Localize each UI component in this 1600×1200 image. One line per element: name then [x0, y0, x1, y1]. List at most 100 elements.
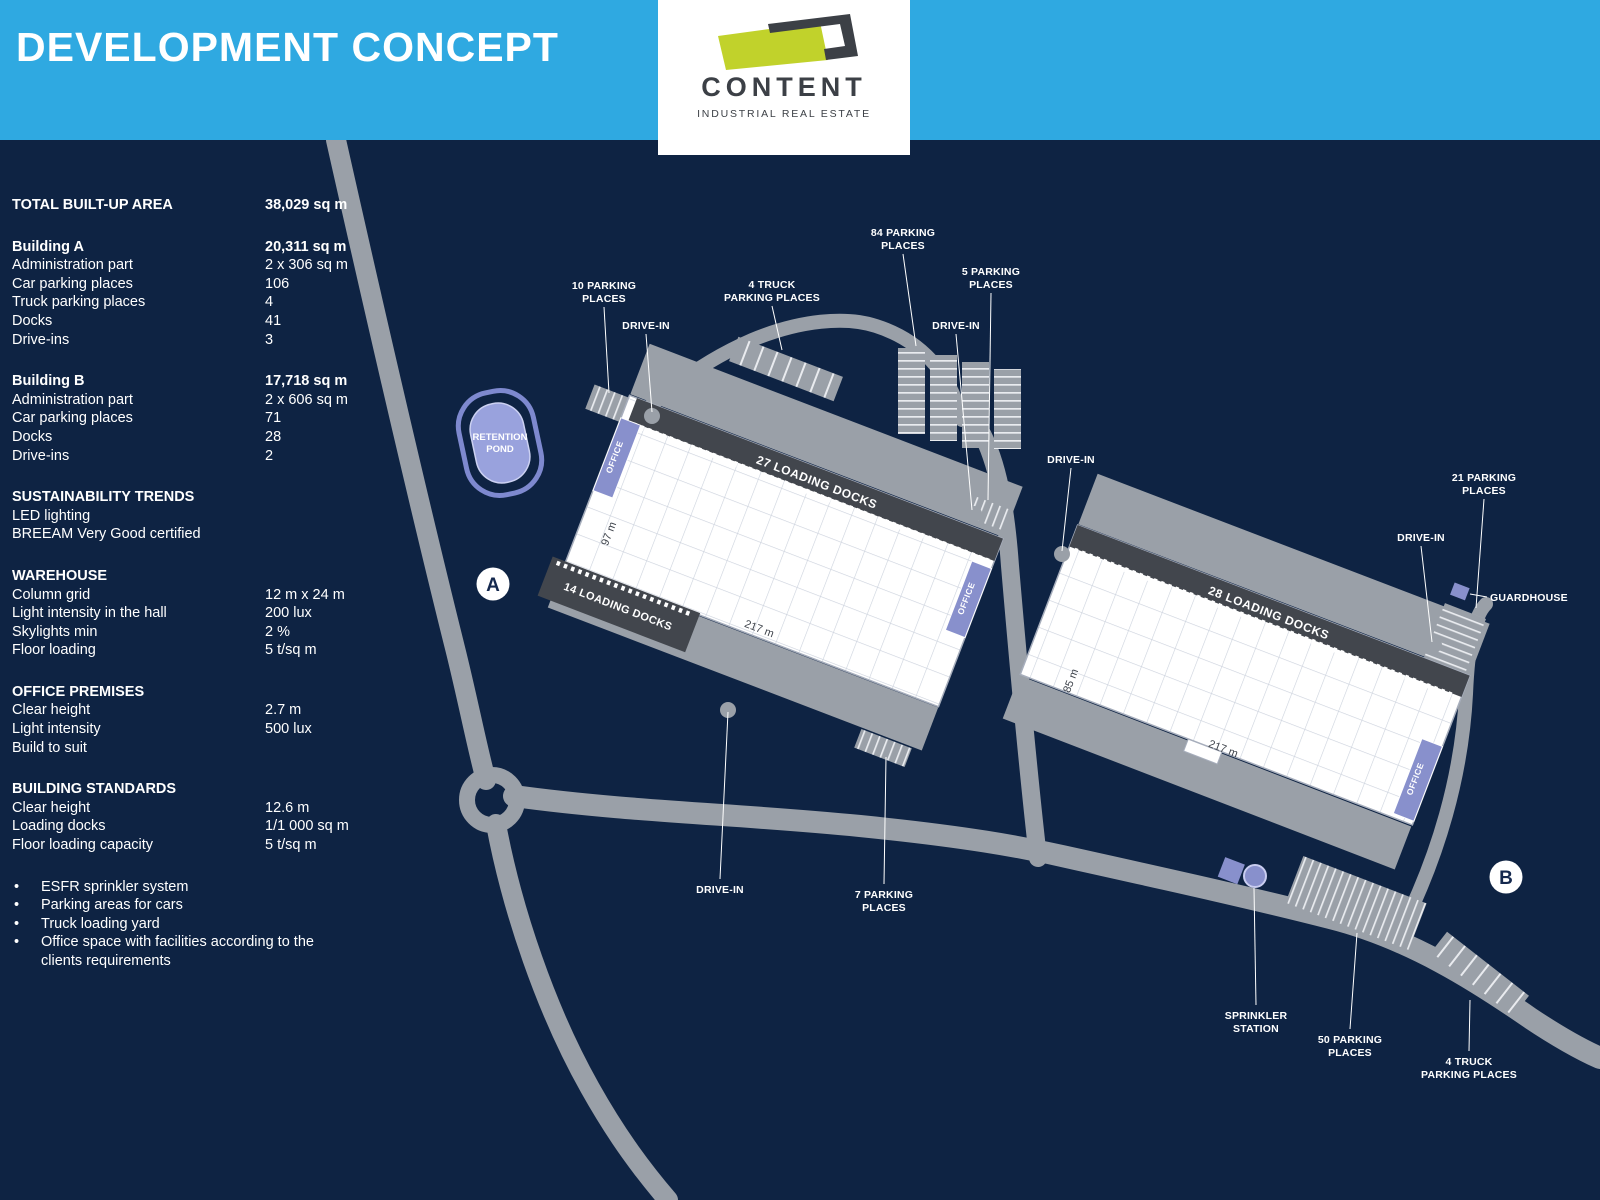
spec-value: 5 t/sq m [265, 642, 317, 659]
spec-label: Loading docks [12, 818, 106, 835]
sustainability-item: BREEAM Very Good certified [12, 526, 201, 543]
spec-label: Drive-ins [12, 447, 70, 464]
label-truck-parking-4-top: 4 TRUCK PARKING PLACES [724, 279, 820, 351]
svg-text:PARKING PLACES: PARKING PLACES [1421, 1069, 1517, 1081]
spec-row: Floor loading capacity 5 t/sq m [12, 836, 372, 855]
spec-value: 71 [265, 410, 282, 427]
road-west-approach [326, 130, 496, 790]
spec-label: Clear height [12, 702, 91, 719]
feature-text: ESFR sprinkler system [41, 878, 189, 895]
spec-label: TOTAL BUILT-UP AREA [12, 197, 173, 213]
building-b-marker: B [1489, 860, 1523, 894]
spec-label: Administration part [12, 257, 133, 274]
svg-text:DRIVE-IN: DRIVE-IN [696, 884, 744, 896]
bullet-icon: • [14, 934, 20, 951]
drive-in-stub [720, 702, 736, 718]
feature-item: • Truck loading yard [12, 915, 372, 934]
svg-text:DRIVE-IN: DRIVE-IN [1047, 454, 1095, 466]
svg-text:84 PARKING: 84 PARKING [871, 227, 935, 239]
spec-label: Light intensity [12, 721, 101, 738]
spacer [12, 544, 372, 567]
parking-5-lot [967, 496, 1009, 530]
yard-b-north [1078, 473, 1490, 675]
svg-text:SPRINKLER: SPRINKLER [1225, 1010, 1288, 1022]
sprinkler-station-icon [1217, 857, 1267, 888]
spec-row: Drive-ins 2 [12, 447, 372, 466]
spec-label: Building A [12, 238, 84, 255]
spec-label: Column grid [12, 586, 91, 603]
spacer [12, 855, 372, 878]
spec-label: Floor loading capacity [12, 837, 154, 854]
spec-row: Clear height 12.6 m [12, 799, 372, 818]
spec-label: Skylights min [12, 623, 98, 640]
label-parking-21: 21 PARKING PLACES [1452, 472, 1516, 609]
building-b: 28 LOADING DOCKS OFFICE [1019, 524, 1471, 826]
svg-text:STATION: STATION [1233, 1023, 1279, 1035]
logo-box: CONTENT INDUSTRIAL REAL ESTATE [658, 0, 910, 155]
svg-text:PLACES: PLACES [1328, 1047, 1372, 1059]
label-parking-5: 5 PARKING PLACES [962, 266, 1020, 501]
svg-text:PLACES: PLACES [1462, 485, 1506, 497]
spec-label: Car parking places [12, 275, 133, 292]
section-title-building-standards: BUILDING STANDARDS [12, 781, 177, 798]
svg-text:PARKING PLACES: PARKING PLACES [724, 292, 820, 304]
svg-text:4 TRUCK: 4 TRUCK [1446, 1056, 1493, 1068]
sustainability-item: LED lighting [12, 507, 91, 524]
label-sprinkler-station: SPRINKLER STATION [1225, 887, 1288, 1035]
spec-row-total: TOTAL BUILT-UP AREA 38,029 sq m [12, 196, 372, 215]
spec-value: 2 x 606 sq m [265, 391, 349, 408]
label-drive-in-4: DRIVE-IN [1397, 532, 1445, 643]
office-b [1392, 737, 1444, 822]
feature-text: Office space with facilities according t… [41, 934, 314, 969]
spec-row: Build to suit [12, 739, 372, 758]
page-title: DEVELOPMENT CONCEPT [16, 24, 559, 70]
spec-row: Docks 41 [12, 312, 372, 331]
parking-84-lot [898, 348, 1021, 449]
svg-text:PLACES: PLACES [862, 902, 906, 914]
spec-value: 106 [265, 275, 290, 292]
loading-dock-extension-a [537, 556, 701, 653]
spec-label: Light intensity in the hall [12, 605, 167, 622]
road-south-branch [486, 814, 678, 1200]
spec-label: Floor loading [12, 642, 96, 659]
spec-label: Building B [12, 373, 85, 390]
feature-item: • Parking areas for cars [12, 896, 372, 915]
svg-text:DRIVE-IN: DRIVE-IN [1397, 532, 1445, 544]
label-parking-84: 84 PARKING PLACES [871, 227, 935, 347]
spec-row: Car parking places 71 [12, 409, 372, 428]
svg-text:5 PARKING: 5 PARKING [962, 266, 1020, 278]
spec-value: 3 [265, 331, 274, 348]
spec-value: 1/1 000 sq m [265, 818, 349, 835]
spec-label: Car parking places [12, 410, 133, 427]
spec-value: 2.7 m [265, 702, 302, 719]
bullet-icon: • [14, 878, 20, 895]
retention-pond-label: POND [486, 444, 514, 455]
logo-tagline: INDUSTRIAL REAL ESTATE [697, 108, 871, 120]
section-title-office-premises: OFFICE PREMISES [12, 683, 145, 700]
spec-row: Loading docks 1/1 000 sq m [12, 817, 372, 836]
office-a-west [592, 417, 642, 499]
drive-in-stubs [644, 408, 1442, 718]
specs-panel: TOTAL BUILT-UP AREA 38,029 sq m Building… [12, 196, 372, 971]
spec-value: 12 m x 24 m [265, 586, 345, 603]
label-truck-parking-4-bottom: 4 TRUCK PARKING PLACES [1421, 999, 1517, 1081]
feature-item: • Office space with facilities according… [12, 933, 372, 970]
label-guardhouse: GUARDHOUSE [1469, 592, 1568, 604]
spec-row: Administration part 2 x 306 sq m [12, 256, 372, 275]
retention-pond-label: RETENTION [473, 432, 528, 443]
bullet-icon: • [14, 915, 20, 932]
spec-value: 2 % [265, 623, 290, 640]
guardhouse-icon [1450, 582, 1470, 601]
spec-label: Truck parking places [12, 294, 146, 311]
svg-text:21 PARKING: 21 PARKING [1452, 472, 1516, 484]
spec-value: 38,029 sq m [265, 197, 348, 213]
plan-labels: 10 PARKING PLACES DRIVE-IN 4 TRUCK PARKI… [572, 227, 1568, 1081]
drive-in-stub [966, 506, 982, 522]
spec-value: 4 [265, 294, 274, 311]
spec-value: 17,718 sq m [265, 373, 348, 390]
logo-wordmark: CONTENT [701, 72, 867, 102]
roads [326, 130, 1600, 1200]
spec-label: Drive-ins [12, 331, 70, 348]
spec-label: Administration part [12, 391, 133, 408]
